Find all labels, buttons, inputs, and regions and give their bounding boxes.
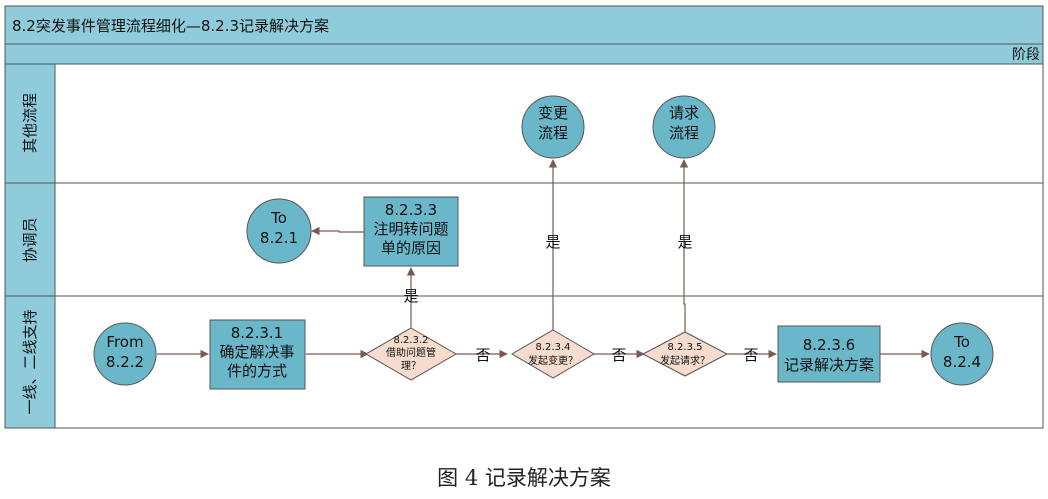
change-process-line-1: 变更 bbox=[538, 104, 568, 122]
flow-diagram: 8.2突发事件管理流程细化—8.2.3记录解决方案 阶段 其他流程 协调员 一线… bbox=[4, 5, 1044, 429]
phase-label: 阶段 bbox=[1012, 47, 1040, 63]
lane-label-support: 一线、二线支持 bbox=[21, 309, 39, 414]
decision-8235-line-1: 8.2.3.5 bbox=[668, 342, 703, 353]
edge-8233-to-821 bbox=[311, 226, 364, 236]
decision-8235-diamond bbox=[641, 331, 729, 377]
to-8-2-1-node bbox=[246, 198, 312, 264]
to-8-2-4-node bbox=[930, 322, 994, 386]
to-8-2-4-line-2: 8.2.4 bbox=[943, 353, 981, 371]
to-8-2-1-line-2: 8.2.1 bbox=[260, 229, 298, 247]
figure-caption: 图 4 记录解决方案 bbox=[437, 466, 611, 490]
decision-8232-line-3: 理？ bbox=[401, 360, 421, 372]
decision-8232-diamond bbox=[365, 327, 457, 381]
to-8-2-4-line-1: To bbox=[953, 333, 970, 351]
lane-label-coordinator: 协调员 bbox=[21, 217, 39, 262]
change-process-line-2: 流程 bbox=[538, 124, 568, 142]
decision-8234-line-1: 8.2.3.4 bbox=[536, 342, 571, 353]
step-8236-box bbox=[777, 325, 881, 383]
edge-label-no: 否 bbox=[743, 346, 758, 364]
decision-8232-line-1: 8.2.3.2 bbox=[394, 335, 429, 346]
change-process-node bbox=[521, 95, 585, 159]
from-8-2-2-line-2: 8.2.2 bbox=[106, 353, 144, 371]
step-8231-line-3: 件的方式 bbox=[227, 362, 287, 380]
edge-label-yes: 是 bbox=[545, 233, 560, 251]
edge-label-yes: 是 bbox=[403, 287, 418, 305]
edge-label-no: 否 bbox=[475, 346, 490, 364]
decision-8234-line-2: 发起变更？ bbox=[528, 354, 578, 367]
step-8233-box bbox=[363, 196, 459, 267]
step-8233-line-1: 8.2.3.3 bbox=[385, 201, 437, 219]
step-8233-line-3: 单的原因 bbox=[381, 239, 441, 257]
edge-8235-to-request bbox=[679, 159, 689, 332]
step-8236-line-1: 8.2.3.6 bbox=[803, 336, 855, 354]
step-8231-line-1: 8.2.3.1 bbox=[231, 324, 283, 342]
request-process-node bbox=[652, 95, 716, 159]
lane-label-other: 其他流程 bbox=[21, 93, 39, 153]
lane-label-column bbox=[4, 63, 56, 429]
request-process-line-1: 请求 bbox=[669, 104, 699, 122]
diagram-title: 8.2突发事件管理流程细化—8.2.3记录解决方案 bbox=[12, 17, 329, 35]
from-8-2-2-node bbox=[93, 322, 157, 386]
step-8236-line-2: 记录解决方案 bbox=[784, 356, 874, 374]
request-process-line-2: 流程 bbox=[669, 124, 699, 142]
decision-8234-diamond bbox=[511, 329, 595, 379]
step-8231-line-2: 确定解决事 bbox=[219, 343, 294, 361]
decision-8235-line-2: 发起请求？ bbox=[660, 354, 710, 367]
from-8-2-2-line-1: From bbox=[106, 333, 143, 351]
title-bar bbox=[4, 5, 1044, 45]
diagram-frame bbox=[4, 5, 1044, 429]
phase-header bbox=[4, 43, 1044, 65]
decision-8232-line-2: 借助问题管 bbox=[386, 346, 436, 359]
to-8-2-1-line-1: To bbox=[270, 209, 287, 227]
edge-label-yes: 是 bbox=[677, 233, 692, 251]
edge-label-no: 否 bbox=[611, 346, 626, 364]
step-8233-line-2: 注明转问题 bbox=[373, 220, 448, 238]
step-8231-box bbox=[209, 319, 306, 390]
